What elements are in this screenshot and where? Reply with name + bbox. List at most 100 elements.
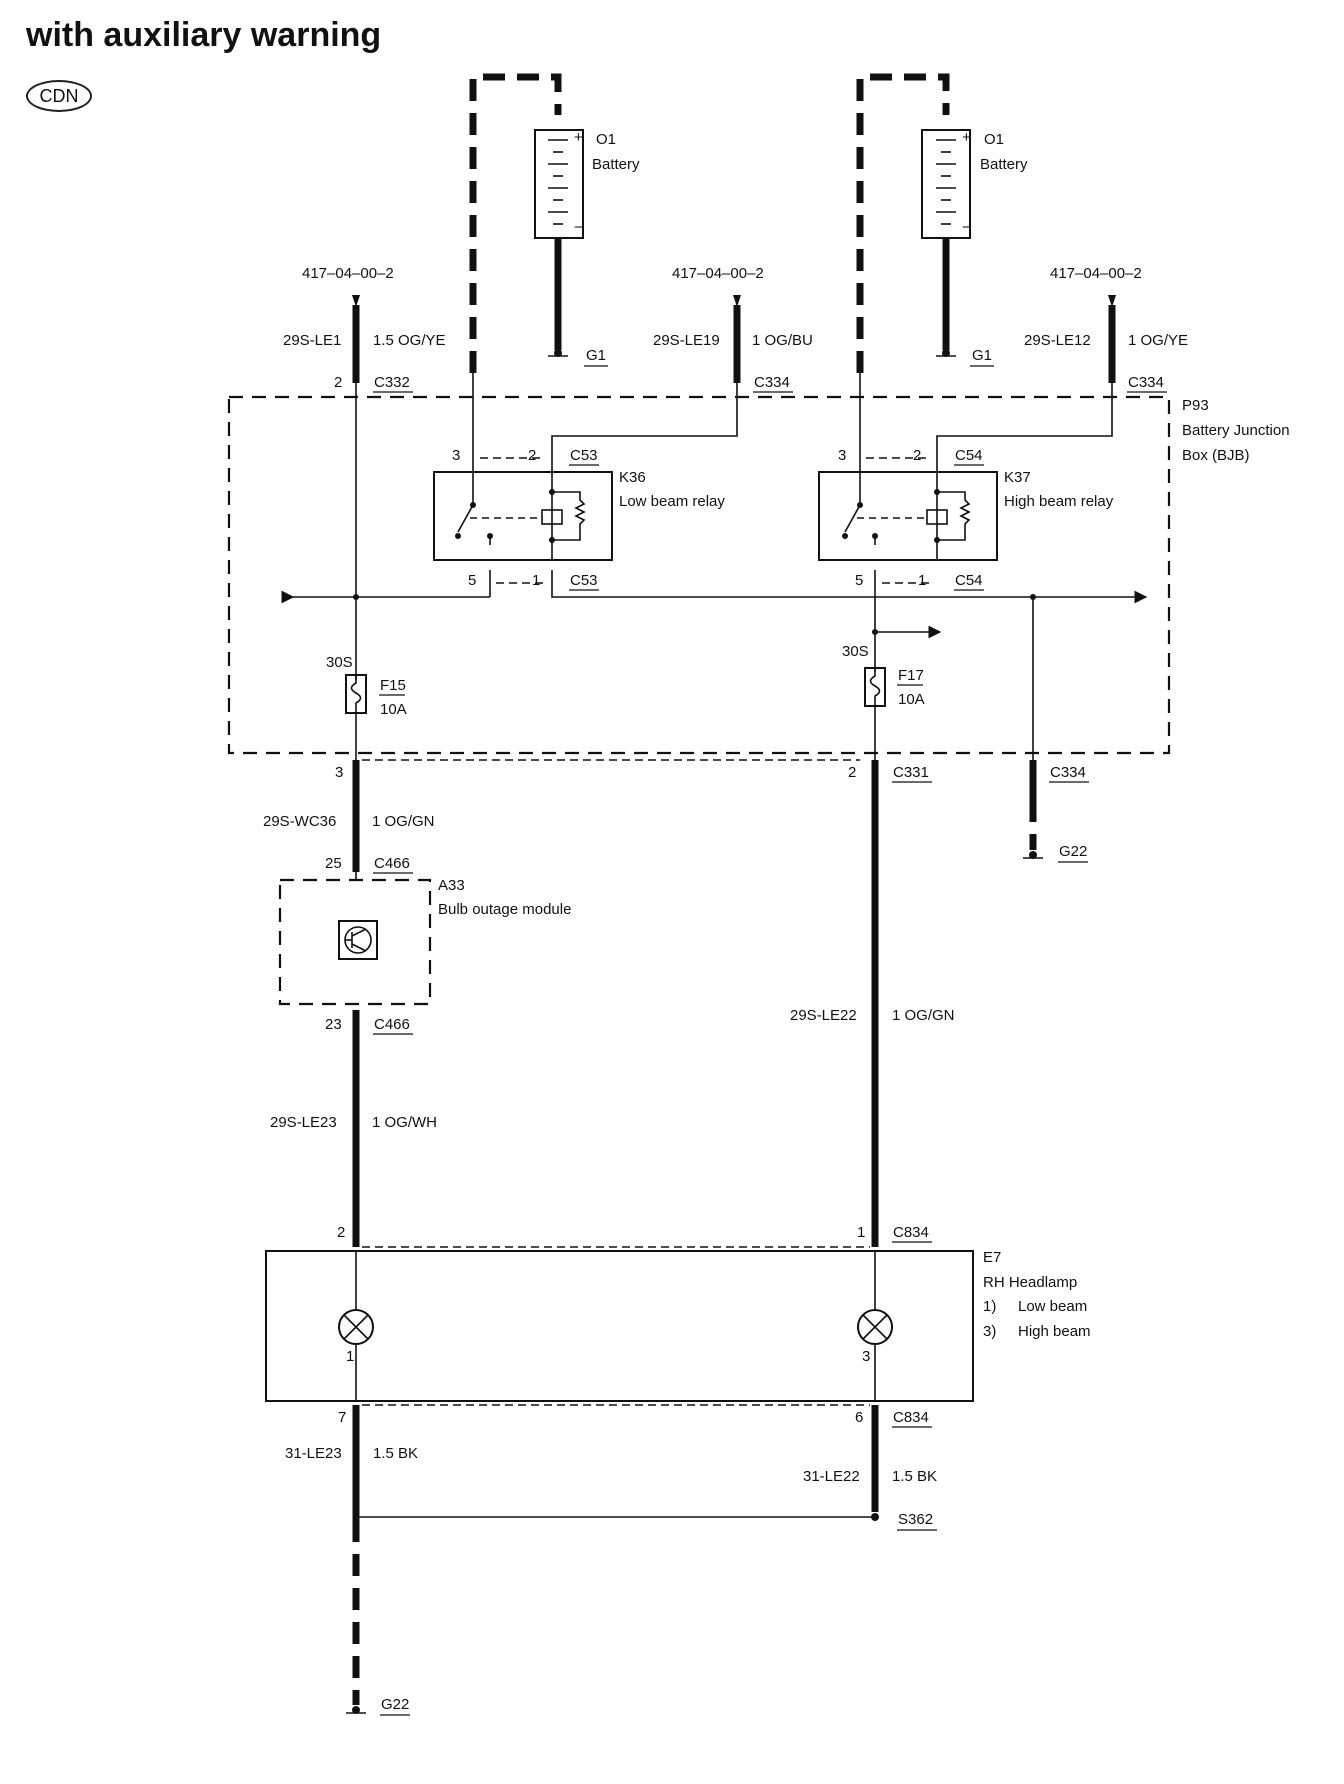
bjb-name-line2: Box (BJB) <box>1182 447 1250 464</box>
bulb-left-num: 1 <box>346 1348 354 1365</box>
module-id: A33 <box>438 877 465 894</box>
wire-wc36-circuit: 29S-WC36 <box>263 813 336 830</box>
input-2-ref: 417–04–00–2 <box>672 265 764 282</box>
k37-pin-c: 5 <box>855 572 863 589</box>
battery-junction-box: P93 Battery Junction Box (BJB) <box>227 373 1290 760</box>
page-title: with auxiliary warning <box>26 16 382 54</box>
bjb-out-pin-2: 2 <box>848 764 856 781</box>
headlamp-name: RH Headlamp <box>983 1274 1077 1291</box>
bulb-outage-module: 25 C466 A33 Bulb outage module 23 C466 <box>278 855 571 1035</box>
module-pin-out: 23 <box>325 1016 342 1033</box>
headlamp-legend-1-num: 1) <box>983 1298 996 1315</box>
low-beam-bulb-icon <box>338 1309 374 1345</box>
k37-pin-a: 3 <box>838 447 846 464</box>
input-feed-2: 417–04–00–2 29S-LE19 1 OG/BU C334 <box>653 265 813 393</box>
battery-1-name: Battery <box>592 156 640 173</box>
splice-s362: S362 <box>898 1511 933 1528</box>
battery-2-id: O1 <box>984 131 1004 148</box>
input-1-wire: 1.5 OG/YE <box>373 332 446 349</box>
headlamp-connector-top: C834 <box>893 1224 929 1241</box>
headlamp-pin-bottom-left: 7 <box>338 1409 346 1426</box>
bjb-output-pins: 3 2 C331 C334 G22 <box>335 759 1089 863</box>
fuse-f15: 30S F15 10A <box>326 654 407 718</box>
input-3-ref: 417–04–00–2 <box>1050 265 1142 282</box>
battery-1-id: O1 <box>596 131 616 148</box>
high-beam-bulb-icon <box>857 1309 893 1345</box>
module-connector-out: C466 <box>374 1016 410 1033</box>
relay-coil-icon <box>541 475 586 560</box>
input-2-circuit: 29S-LE19 <box>653 332 720 349</box>
wire-le23-wire: 1 OG/WH <box>372 1114 437 1131</box>
headlamp-id: E7 <box>983 1249 1001 1266</box>
k37-name: High beam relay <box>1004 493 1114 510</box>
k36-name: Low beam relay <box>619 493 725 510</box>
bjb-out-pin-3: 3 <box>335 764 343 781</box>
relay-k36: 3 2 C53 K36 Low beam relay 5 1 C53 <box>433 447 725 591</box>
headlamp-legend-1-text: Low beam <box>1018 1298 1087 1315</box>
ground-g1-left: G1 <box>586 347 606 364</box>
bjb-name-line1: Battery Junction <box>1182 422 1290 439</box>
k36-pin-b: 2 <box>528 447 536 464</box>
input-1-ref: 417–04–00–2 <box>302 265 394 282</box>
ground-right-circuit: 31-LE22 <box>803 1468 860 1485</box>
headlamp-pin-top-right: 1 <box>857 1224 865 1241</box>
bulb-right-num: 3 <box>862 1348 870 1365</box>
wire-le22-circuit: 29S-LE22 <box>790 1007 857 1024</box>
input-2-wire: 1 OG/BU <box>752 332 813 349</box>
f17-rating: 10A <box>898 691 925 708</box>
f17-id: F17 <box>898 667 924 684</box>
battery-2: + − O1 Battery G1 <box>856 73 1028 373</box>
module-pin-in: 25 <box>325 855 342 872</box>
transistor-icon <box>338 920 378 960</box>
svg-text:−: − <box>962 219 971 236</box>
headlamp-connector-bottom: C834 <box>893 1409 929 1426</box>
k37-connector-top: C54 <box>955 447 983 464</box>
svg-text:+: + <box>962 129 971 146</box>
wire-le23-circuit: 29S-LE23 <box>270 1114 337 1131</box>
input-feed-3: 417–04–00–2 29S-LE12 1 OG/YE C334 <box>1024 265 1188 393</box>
ground-g1-right: G1 <box>972 347 992 364</box>
relay-k37: 3 2 C54 K37 High beam relay 5 1 C54 <box>818 447 1114 591</box>
bjb-out-connector-c331: C331 <box>893 764 929 781</box>
bjb-id: P93 <box>1182 397 1209 414</box>
k37-id: K37 <box>1004 469 1031 486</box>
k36-connector-bottom: C53 <box>570 572 598 589</box>
k37-connector-bottom: C54 <box>955 572 983 589</box>
ground-right-wire: 1.5 BK <box>892 1468 937 1485</box>
ground-g22-final: G22 <box>381 1696 409 1713</box>
headlamp-pin-top-left: 2 <box>337 1224 345 1241</box>
input-feed-1: 417–04–00–2 29S-LE1 1.5 OG/YE 2 C332 <box>283 265 446 393</box>
k36-pin-d: 1 <box>532 572 540 589</box>
high-beam-feed: 29S-LE22 1 OG/GN <box>790 760 955 1247</box>
input-1-pin: 2 <box>334 374 342 391</box>
wire-le22-wire: 1 OG/GN <box>892 1007 955 1024</box>
k36-id: K36 <box>619 469 646 486</box>
relay-switch-icon <box>842 502 925 545</box>
input-1-circuit: 29S-LE1 <box>283 332 341 349</box>
f15-rating: 10A <box>380 701 407 718</box>
input-3-wire: 1 OG/YE <box>1128 332 1188 349</box>
k37-pin-b: 2 <box>913 447 921 464</box>
wire-wc36-wire: 1 OG/GN <box>372 813 435 830</box>
relay-switch-icon <box>455 502 540 545</box>
k36-pin-c: 5 <box>468 572 476 589</box>
k36-connector-top: C53 <box>570 447 598 464</box>
k36-pin-a: 3 <box>452 447 460 464</box>
f17-splice: 30S <box>842 643 869 660</box>
fuse-f17: 30S F17 10A <box>842 643 925 708</box>
module-name: Bulb outage module <box>438 901 571 918</box>
headlamp-pin-bottom-right: 6 <box>855 1409 863 1426</box>
low-beam-trunk: 29S-WC36 1 OG/GN <box>263 760 435 872</box>
svg-text:−: − <box>574 219 583 236</box>
relay-coil-icon <box>926 475 971 560</box>
k37-pin-d: 1 <box>918 572 926 589</box>
input-1-connector: C332 <box>374 374 410 391</box>
headlamp-legend-2-num: 3) <box>983 1323 996 1340</box>
input-3-circuit: 29S-LE12 <box>1024 332 1091 349</box>
rh-headlamp: 2 1 C834 E7 RH Headlamp 1) Low beam 3) H… <box>265 1224 1091 1428</box>
f15-id: F15 <box>380 677 406 694</box>
module-connector-in: C466 <box>374 855 410 872</box>
ground-left-circuit: 31-LE23 <box>285 1445 342 1462</box>
battery-1: + − O1 Battery G1 <box>469 73 640 373</box>
